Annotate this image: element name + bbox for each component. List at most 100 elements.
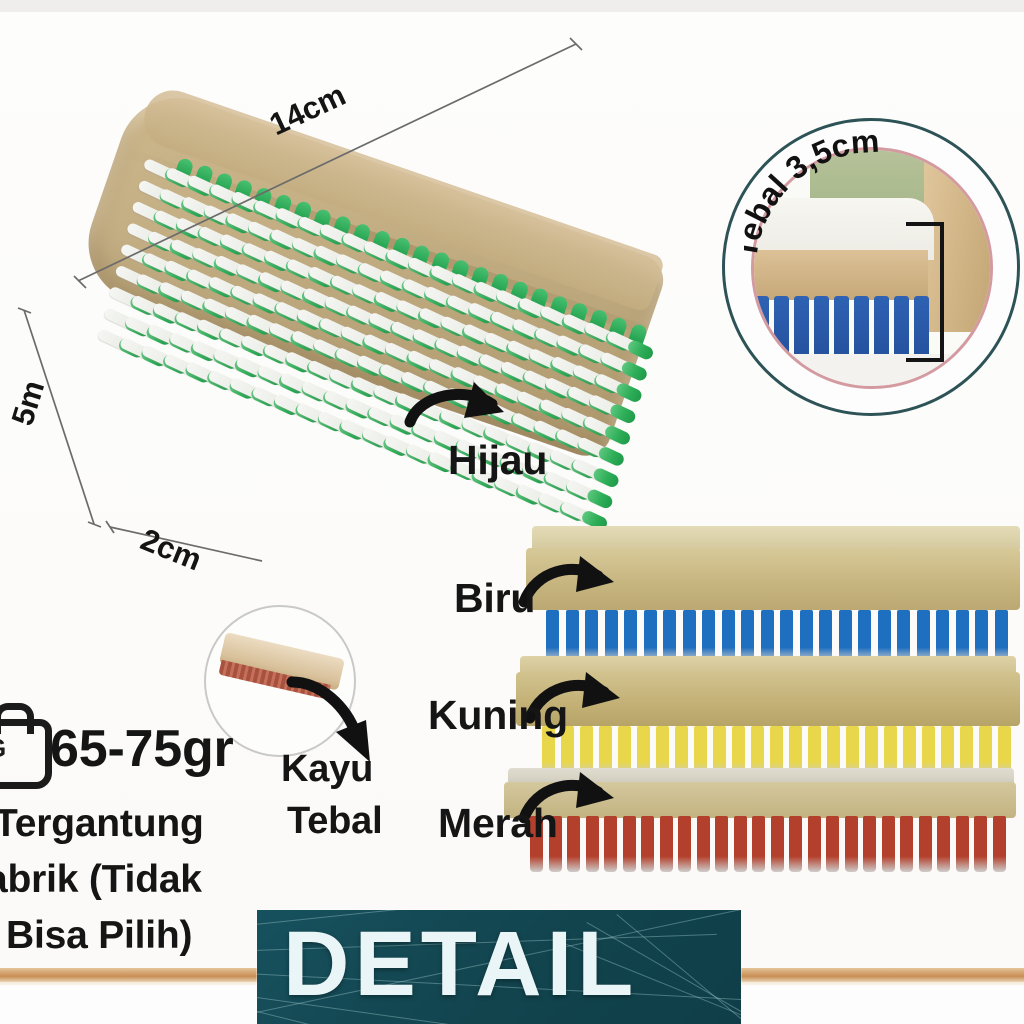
label-hijau: Hijau xyxy=(448,437,548,483)
bristle-kuning xyxy=(960,726,973,776)
weight-bag-icon: G xyxy=(0,703,52,789)
bristle-kuning xyxy=(808,726,821,776)
label-biru: Biru xyxy=(454,575,536,621)
bristle-merah xyxy=(844,816,858,872)
bristle-kuning xyxy=(580,726,593,776)
bristle-row xyxy=(106,285,621,489)
bristle-kuning xyxy=(979,726,992,776)
bristle-kuning xyxy=(941,726,954,776)
bristle-biru xyxy=(897,610,910,662)
bristle-kuning xyxy=(827,726,840,776)
bristle-merah xyxy=(696,816,710,872)
bristles-kuning xyxy=(542,726,1016,776)
bristle-kuning xyxy=(770,726,783,776)
kayu-tebal-arrow-icon xyxy=(286,676,370,762)
bristle-kuning xyxy=(713,726,726,776)
label-merah: Merah xyxy=(438,800,558,846)
bristle-merah xyxy=(826,816,839,872)
bristle-kuning xyxy=(884,726,897,776)
bristle-merah xyxy=(733,816,747,872)
bristle-biru xyxy=(858,610,871,662)
bristle-merah xyxy=(789,816,802,872)
badge-bristle xyxy=(774,296,789,362)
bristle-biru xyxy=(877,610,891,662)
weight-value: 65-75gr xyxy=(50,720,234,778)
bristle-merah xyxy=(567,816,580,872)
bristle-row xyxy=(112,264,627,468)
weight-note-line2: abrik (Tidak xyxy=(0,858,202,901)
bristle-merah xyxy=(900,816,913,872)
brush-body-group xyxy=(21,53,705,539)
bristle-row xyxy=(123,221,638,425)
bristle-merah xyxy=(659,816,673,872)
merah-arrow-icon xyxy=(518,772,614,824)
bristle-row xyxy=(100,306,615,510)
thickness-photo xyxy=(754,150,990,386)
label-tebal: Tebal xyxy=(287,800,383,842)
bristle-merah xyxy=(807,816,821,872)
bristles-merah xyxy=(530,816,1010,872)
bristle-merah xyxy=(752,816,765,872)
label-kuning: Kuning xyxy=(428,692,568,738)
bristle-row xyxy=(129,200,644,404)
bristle-biru xyxy=(819,610,832,662)
wood-thickness-badge xyxy=(204,605,356,757)
bristle-merah xyxy=(641,816,654,872)
thickness-badge xyxy=(722,118,1020,416)
badge-bristle xyxy=(914,296,929,362)
bristle-biru xyxy=(741,610,754,662)
weight-note-line1: Tergantung xyxy=(0,802,204,845)
badge-bristle xyxy=(834,296,849,362)
biru-arrow-icon xyxy=(518,556,614,608)
bristle-biru xyxy=(721,610,735,662)
bristle-biru xyxy=(702,610,715,662)
plank-kuning-top xyxy=(520,656,1016,676)
bristle-merah xyxy=(770,816,784,872)
bristle-merah xyxy=(548,816,562,872)
bristle-biru xyxy=(624,610,637,662)
bristle-row xyxy=(94,327,609,532)
hijau-arrow-icon xyxy=(404,382,504,428)
detail-banner-text: DETAIL xyxy=(283,913,639,1015)
bristle-merah xyxy=(955,816,969,872)
badge-bristle xyxy=(874,296,889,362)
main-product-photo xyxy=(70,45,710,532)
bristle-merah xyxy=(622,816,636,872)
kuning-arrow-icon xyxy=(524,672,620,724)
badge-bristle xyxy=(754,296,769,362)
bristle-merah xyxy=(863,816,876,872)
weight-note-line3: Bisa Pilih) xyxy=(6,914,193,957)
bristle-merah xyxy=(715,816,728,872)
bristle-kuning xyxy=(751,726,764,776)
bristle-biru xyxy=(936,610,949,662)
bristle-kuning xyxy=(903,726,916,776)
bristle-biru xyxy=(682,610,696,662)
bristle-biru xyxy=(994,610,1008,662)
badge-bristle xyxy=(794,296,809,362)
bristle-merah xyxy=(585,816,599,872)
badge-bristle xyxy=(894,296,909,362)
top-band xyxy=(0,0,1024,12)
bristle-kuning xyxy=(637,726,650,776)
weight-icon-letter: G xyxy=(0,733,6,764)
label-kayu: Kayu xyxy=(281,748,374,790)
bristle-kuning xyxy=(675,726,688,776)
bristle-merah xyxy=(678,816,691,872)
bristle-kuning xyxy=(694,726,707,776)
bristle-kuning xyxy=(656,726,669,776)
bristle-biru xyxy=(799,610,813,662)
bristle-kuning xyxy=(618,726,631,776)
bristle-merah xyxy=(604,816,617,872)
badge-bristle xyxy=(854,296,869,362)
bristle-kuning xyxy=(865,726,878,776)
bristle-kuning xyxy=(998,726,1011,776)
bristle-kuning xyxy=(542,726,555,776)
bristle-merah xyxy=(937,816,950,872)
bristle-merah xyxy=(530,816,543,872)
plank-biru-top xyxy=(532,526,1020,552)
badge-bristle xyxy=(814,296,829,362)
thickness-badge-label: Tebal 3,5cm xyxy=(744,128,880,261)
bristle-biru xyxy=(760,610,774,662)
plank-merah-top xyxy=(508,768,1014,786)
